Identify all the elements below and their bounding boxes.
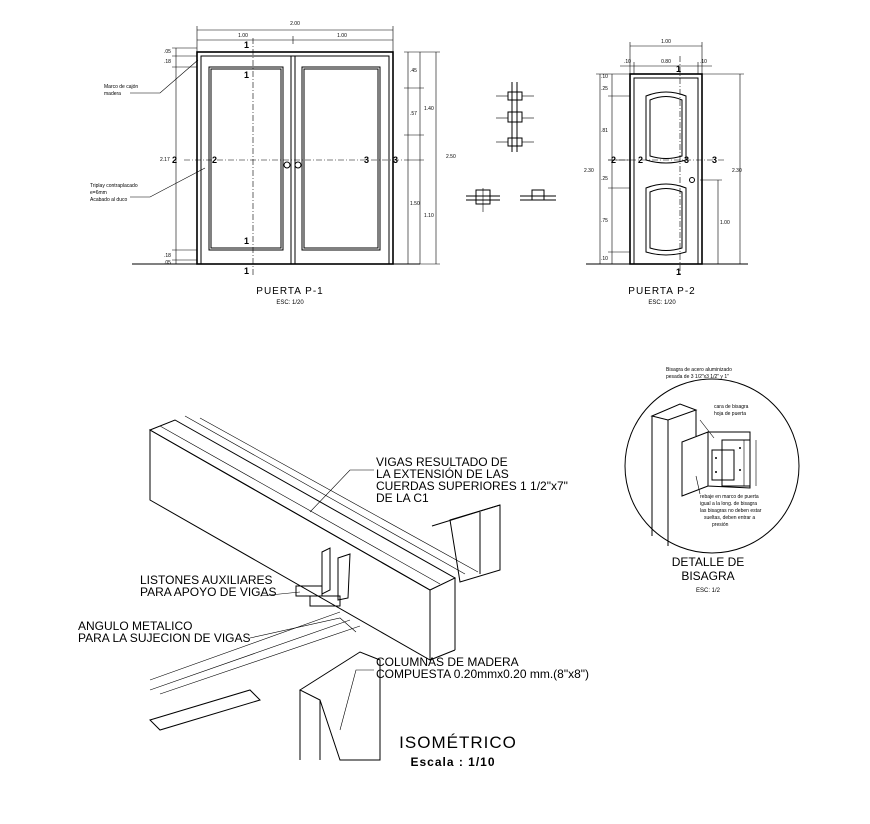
- p1-note-frame-1: Marco de cajón: [104, 84, 138, 90]
- p1-dim-r3: 1.50: [410, 201, 420, 207]
- iso-battens-1: LISTONES AUXILIARES: [140, 573, 273, 587]
- p1-mark-1a: 1: [244, 40, 249, 50]
- p1-dim-r0: .45: [410, 68, 417, 74]
- hinge-title-2: BISAGRA: [681, 569, 734, 583]
- door-p1-elevation: [130, 26, 440, 276]
- p2-width-total: 1.00: [661, 39, 671, 45]
- p2-dim-l0: .10: [601, 74, 608, 80]
- p2-mark-1b: 1: [676, 267, 681, 277]
- p2-height-right: 2.30: [732, 168, 742, 174]
- hinge-note-bottom-3: las bisagras no deben estar: [700, 508, 762, 514]
- p2-width-side-l: .10: [624, 59, 631, 65]
- p2-height-left: 2.30: [584, 168, 594, 174]
- p1-dim-l1: .18: [164, 59, 171, 65]
- p1-dim-r4: 1.10: [424, 213, 434, 219]
- p2-mark-3a: 3: [684, 155, 689, 165]
- p1-height-total: 2.50: [446, 154, 456, 160]
- iso-columns-2: COMPUESTA 0.20mmx0.20 mm.(8"x8"): [376, 667, 589, 681]
- p1-width-right: 1.00: [337, 33, 347, 39]
- door-p2-elevation: [586, 42, 748, 276]
- door-p2-labels: 1.00 0.80 .10 .10 2.30 2.30 .10 .25 .81 …: [584, 39, 742, 306]
- p1-scale: ESC: 1/20: [276, 300, 304, 306]
- hinge-note-top-2: pesada de 3 1/2"x3 1/2" y 1": [666, 374, 729, 380]
- p1-dim-r2: 1.40: [424, 106, 434, 112]
- hinge-note-bottom-5: presión: [712, 522, 729, 528]
- p1-mark-2a: 2: [172, 155, 177, 165]
- iso-beams-4: DE LA C1: [376, 491, 429, 505]
- hinge-note-bottom-4: sueltas, deben entrar a: [704, 515, 755, 521]
- p1-mark-1c: 1: [244, 236, 249, 246]
- p1-dim-l4: .05: [164, 260, 171, 266]
- p1-note-panel-1: Triplay contraplacado: [90, 183, 138, 189]
- p1-dim-l3: .18: [164, 253, 171, 259]
- p1-note-panel-2: e=6mm: [90, 190, 107, 196]
- p2-dim-l4: .75: [601, 218, 608, 224]
- p2-width-side-r: .10: [700, 59, 707, 65]
- p1-dim-l2: 2.17: [160, 157, 170, 163]
- hinge-note-bottom-2: igual a la long. de bisagra: [700, 501, 757, 507]
- p1-note-frame-2: madera: [104, 91, 121, 97]
- p2-title: PUERTA P-2: [628, 286, 695, 297]
- iso-scale: Escala : 1/10: [410, 755, 495, 769]
- p1-mark-1d: 1: [244, 266, 249, 276]
- p1-dim-l0: .05: [164, 49, 171, 55]
- p2-width-inner: 0.80: [661, 59, 671, 65]
- hinge-note-bottom-1: rebaje en marco de puerta: [700, 494, 759, 500]
- iso-columns-1: COLUMNAS DE MADERA: [376, 655, 519, 669]
- hinge-title-1: DETALLE DE: [672, 555, 744, 569]
- p2-dim-l5: .10: [601, 256, 608, 262]
- p1-dim-r1: .57: [410, 111, 417, 117]
- p2-dim-l3: .25: [601, 176, 608, 182]
- hinge-detail: [624, 378, 800, 554]
- p1-mark-2b: 2: [212, 155, 217, 165]
- p2-mark-1a: 1: [676, 64, 681, 74]
- p2-mark-2a: 2: [611, 155, 616, 165]
- iso-beams-1: VIGAS RESULTADO DE: [376, 455, 508, 469]
- iso-beams-3: CUERDAS SUPERIORES 1 1/2"x7": [376, 479, 568, 493]
- iso-angle-2: PARA LA SUJECION DE VIGAS: [78, 631, 251, 645]
- isometric-drawing: [148, 415, 501, 761]
- door-p1-labels: 2.00 1.00 1.00 2.50 .45 .57 1.40 1.50 1.…: [90, 21, 456, 306]
- door-section-details: [466, 82, 556, 212]
- iso-title: ISOMÉTRICO: [399, 733, 517, 752]
- p2-dim-r: 1.00: [720, 220, 730, 226]
- p2-mark-2b: 2: [638, 155, 643, 165]
- iso-beams-2: LA EXTENSIÓN DE LAS: [376, 466, 509, 481]
- hinge-note-inner-2: hoja de puerta: [714, 411, 746, 417]
- p1-title: PUERTA P-1: [256, 286, 323, 297]
- hinge-note-inner-1: cara de bisagra: [714, 404, 749, 410]
- p2-dim-l2: .81: [601, 128, 608, 134]
- p2-dim-l1: .25: [601, 86, 608, 92]
- p1-width-left: 1.00: [238, 33, 248, 39]
- iso-angle-1: ANGULO METALICO: [78, 619, 192, 633]
- p1-mark-1b: 1: [244, 70, 249, 80]
- p2-scale: ESC: 1/20: [648, 300, 676, 306]
- p1-mark-3b: 3: [393, 155, 398, 165]
- hinge-labels: Bisagra de acero aluminizado pesada de 3…: [666, 367, 762, 594]
- hinge-scale: ESC: 1/2: [696, 588, 721, 594]
- p1-note-panel-3: Acabado al duco: [90, 197, 127, 203]
- iso-battens-2: PARA APOYO DE VIGAS: [140, 585, 277, 599]
- p1-mark-3a: 3: [364, 155, 369, 165]
- hinge-note-top-1: Bisagra de acero aluminizado: [666, 367, 732, 373]
- isometric-labels: VIGAS RESULTADO DE LA EXTENSIÓN DE LAS C…: [78, 455, 589, 769]
- p1-width-total: 2.00: [290, 21, 300, 27]
- p2-mark-3b: 3: [712, 155, 717, 165]
